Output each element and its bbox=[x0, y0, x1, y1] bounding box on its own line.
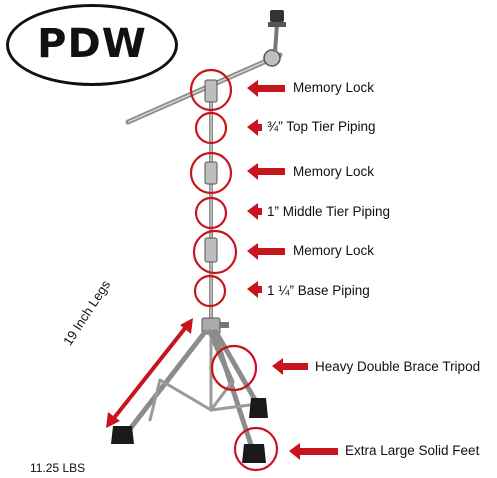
callout-middle-tier-piping: 1” Middle Tier Piping bbox=[267, 204, 391, 219]
feet bbox=[111, 398, 268, 463]
tripod-braces bbox=[148, 338, 252, 422]
callout-top-tier-piping: ¾” Top Tier Piping bbox=[267, 119, 376, 134]
weight-label: 11.25 LBS bbox=[30, 461, 86, 475]
callout-arrows bbox=[247, 80, 338, 460]
pdw-logo: PDW bbox=[6, 4, 178, 86]
callout-circles bbox=[189, 68, 279, 472]
stand-tube bbox=[201, 79, 229, 335]
callout-feet: Extra Large Solid Feet bbox=[345, 443, 480, 458]
callout-tripod: Heavy Double Brace Tripod bbox=[315, 359, 481, 374]
callout-memory-lock-middle: Memory Lock bbox=[293, 164, 375, 179]
logo-text: PDW bbox=[37, 21, 147, 67]
legs-length-arrow bbox=[106, 318, 193, 428]
callout-base-piping: 1 ¼” Base Piping bbox=[267, 283, 370, 298]
callout-memory-lock-bottom: Memory Lock bbox=[293, 243, 375, 258]
callout-memory-lock-top: Memory Lock bbox=[293, 80, 375, 95]
boom-arm bbox=[125, 10, 286, 125]
